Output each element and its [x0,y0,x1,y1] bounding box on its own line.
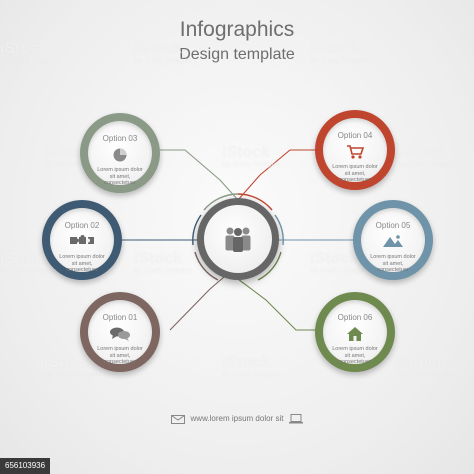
option-01-description: Lorem ipsum dolor sit amet, consectetuer [97,346,143,365]
option-03-node: Option 03 Lorem ipsum dolor sit amet, co… [80,113,160,193]
landscape-icon [383,235,403,247]
connector-option-06 [237,278,316,331]
center-ring-arcs [192,193,284,281]
option-02-node: Option 02 Lorem ipsum dolor sit amet, co… [42,200,122,280]
infographic-subtitle: Design template [179,46,295,63]
option-03-description: Lorem ipsum dolor sit amet, consectetuer [97,167,143,186]
option-04-description: Lorem ipsum dolor sit amet, consectetuer [332,164,378,183]
laptop-icon [289,414,304,424]
speech-bubbles-icon [110,327,130,341]
shopping-cart-icon [347,145,364,159]
center-node [197,198,279,280]
people-group-icon [225,227,251,252]
infographic-title: Infographics [179,18,295,41]
option-04-node: Option 04 Lorem ipsum dolor sit amet, co… [315,110,395,190]
envelope-icon [170,414,185,424]
option-03-label: Option 03 [102,134,138,143]
image-id-badge: 656103936 [0,458,51,474]
connector-option-04 [237,149,318,201]
option-06-description: Lorem ipsum dolor sit amet, consectetuer [332,346,378,365]
option-02-label: Option 02 [64,221,100,230]
option-01-node: Option 01 Lorem ipsum dolor sit amet, co… [80,292,160,372]
home-icon [347,327,363,341]
option-06-label: Option 06 [337,313,373,322]
option-05-label: Option 05 [375,221,411,230]
option-06-node: Option 06 Lorem ipsum dolor sit amet, co… [315,292,395,372]
pie-chart-icon [113,148,127,162]
option-05-description: Lorem ipsum dolor sit amet, consectetuer [370,254,416,273]
option-04-label: Option 04 [337,131,373,140]
option-01-label: Option 01 [102,313,138,322]
footer-text: www.lorem ipsum dolor sit [190,414,284,424]
puzzle-icon [70,235,94,244]
option-05-node: Option 05 Lorem ipsum dolor sit amet, co… [353,200,433,280]
option-02-description: Lorem ipsum dolor sit amet, consectetuer [59,254,105,273]
footer: www.lorem ipsum dolor sit [0,414,474,424]
connector-option-03 [160,149,239,201]
